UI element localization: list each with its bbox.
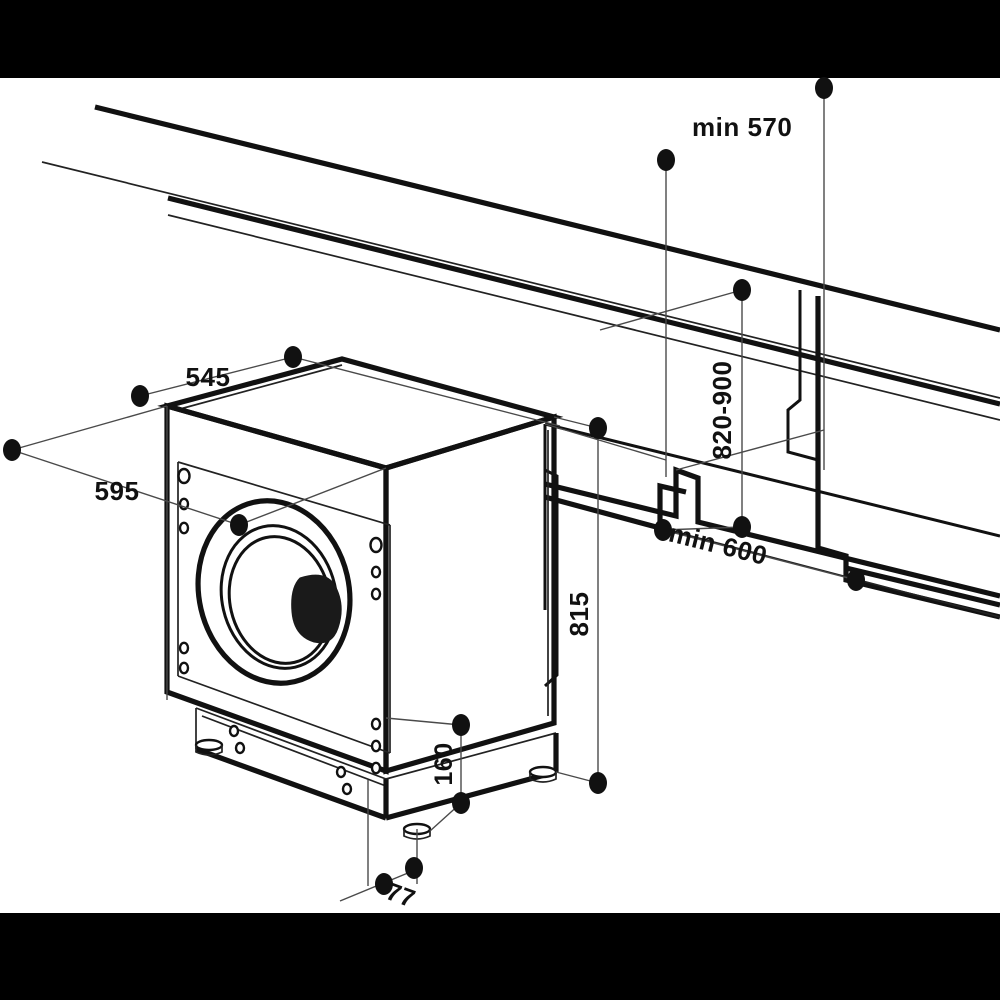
plinth-hole (234, 741, 246, 755)
mounting-hole (370, 739, 382, 753)
appliance-plinth-group (195, 707, 559, 821)
dimension-dot (847, 569, 865, 591)
dimension-dot (589, 772, 607, 794)
dimension-dot (815, 77, 833, 99)
plinth-hole (341, 782, 353, 796)
dimension-dot (733, 516, 751, 538)
dimension-labels-group: min 570 820-900 min 600 545 595 815 160 … (95, 112, 792, 914)
worktop-lower-under-edge (167, 214, 1000, 421)
ext-line-niche-left-diag (544, 423, 667, 461)
dimension-dot (589, 417, 607, 439)
cabinet-right-lower-rail (845, 565, 1000, 608)
adjustable-foot (194, 738, 224, 756)
plinth-base-receding (385, 769, 557, 821)
cabinet-right-step-profile (786, 290, 819, 462)
niche-side-panel-profile (543, 468, 559, 688)
niche-floor-front-edge (544, 482, 687, 532)
dimension-label-160: 160 (430, 742, 458, 785)
plinth-hole (228, 724, 240, 738)
ext-line-160-top (385, 717, 462, 726)
dim-line-545 (139, 356, 294, 397)
mounting-holes-group (177, 467, 383, 775)
dimension-dot (405, 857, 423, 879)
mounting-hole (370, 717, 382, 731)
foot-disc-body (529, 772, 557, 783)
ext-line-niche-diag (675, 429, 825, 471)
appliance-top-seam (179, 364, 343, 410)
appliance-front-bottom-rail (177, 675, 391, 754)
dimension-label-min570: min 570 (692, 112, 792, 142)
door-handle[interactable] (291, 574, 342, 644)
cabinet-right-front-member (815, 296, 1000, 620)
niche-rear-top-line (544, 422, 1000, 538)
mounting-hole (177, 467, 191, 485)
mounting-hole (370, 761, 382, 775)
dimension-dot (733, 279, 751, 301)
dimension-dot (452, 792, 470, 814)
worktop-lower-front-edge (167, 195, 1000, 407)
mounting-hole (178, 641, 190, 655)
dimension-dot (3, 439, 21, 461)
ext-line-545-top-right (292, 356, 561, 427)
dimension-dot (230, 514, 248, 536)
plinth-top-edge-inner (201, 715, 387, 787)
ext-line-820900-base (662, 526, 743, 531)
appliance-front-top-rail (177, 461, 391, 526)
dimension-label-595: 595 (95, 476, 140, 506)
foot-disc-body (195, 745, 223, 756)
mounting-hole (369, 536, 383, 554)
foot-disc-top (528, 765, 558, 779)
worktop-top-front-edge (94, 104, 1000, 333)
mounting-hole (370, 565, 382, 579)
dimension-dot (131, 385, 149, 407)
ext-line-595-to-body-right (238, 467, 387, 526)
ext-line-820900-diag (599, 289, 743, 331)
dimension-dot (654, 519, 672, 541)
worktop-top-back-edge (41, 161, 1000, 399)
appliance-right-side-face (383, 413, 557, 775)
letterbox-bottom-bar (0, 913, 1000, 1000)
dimension-dots-group (3, 77, 865, 895)
niche-floor-step-line (544, 466, 1000, 599)
plinth-hole (335, 765, 347, 779)
plinth-top-edge (195, 707, 387, 780)
dim-line-595 (11, 449, 240, 526)
adjustable-feet-group (194, 738, 558, 840)
door-outer-ring[interactable] (180, 485, 368, 698)
ext-line-595-to-body (11, 405, 168, 451)
adjustable-foot (528, 765, 558, 783)
dimension-dot (452, 714, 470, 736)
dimension-dot (375, 873, 393, 895)
mounting-hole (370, 587, 382, 601)
dimension-dot (657, 149, 675, 171)
washing-machine-group (157, 356, 564, 840)
plinth-base-receding-top (385, 732, 557, 780)
letterbox-top-bar (0, 0, 1000, 78)
dimension-dot (284, 346, 302, 368)
floor-receding-line (659, 527, 1000, 618)
plinth-bottom-edge (195, 746, 387, 821)
projection-lines-group (11, 88, 857, 902)
cabinet-worktop-group (41, 104, 1000, 421)
mounting-hole (178, 661, 190, 675)
porthole-door-group[interactable] (180, 485, 368, 698)
mounting-hole (178, 521, 190, 535)
dimension-label-815: 815 (564, 592, 594, 637)
foot-disc-top (194, 738, 224, 752)
dimension-label-545: 545 (186, 362, 231, 392)
dim-line-min600 (662, 529, 857, 581)
dimension-label-820-900: 820-900 (707, 361, 737, 460)
